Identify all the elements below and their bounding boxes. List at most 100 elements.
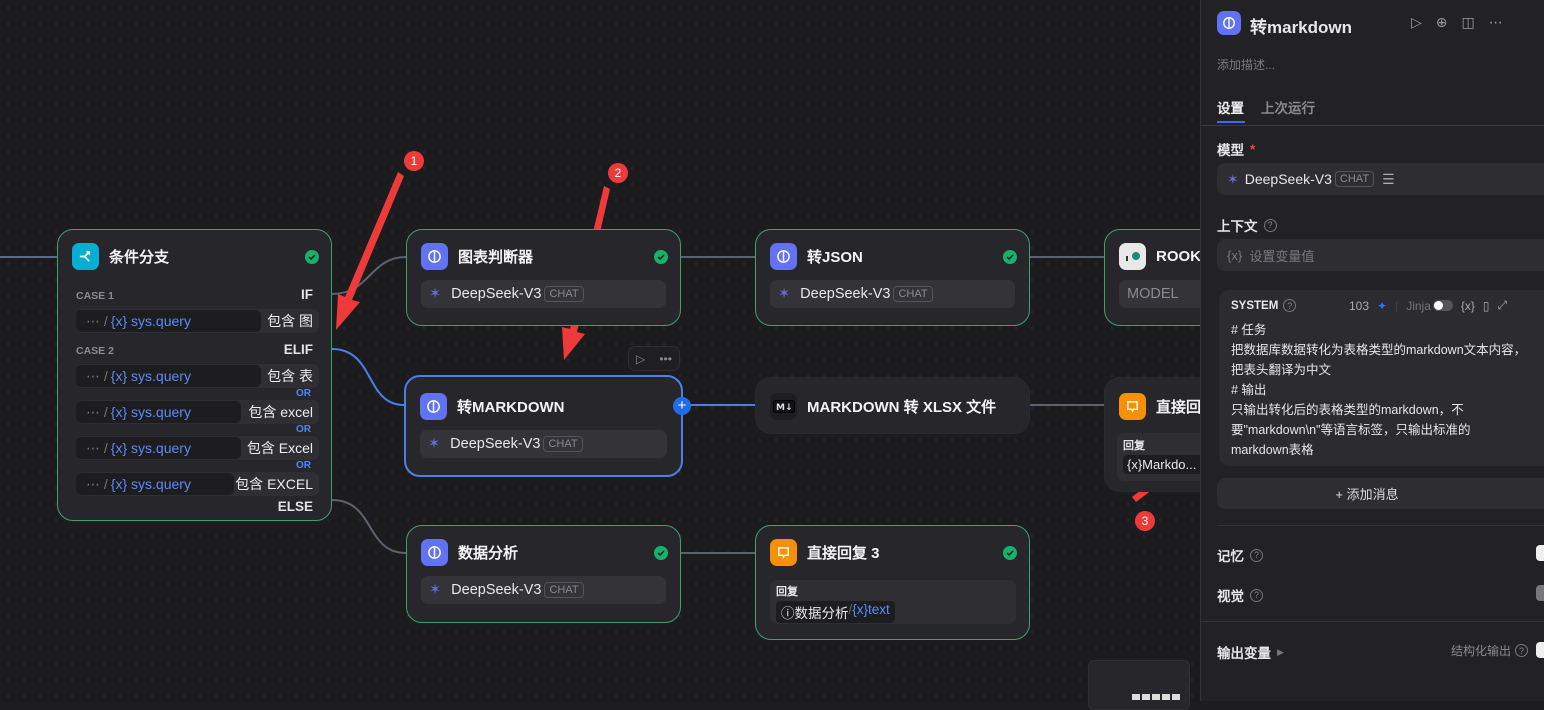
answer-icon	[1119, 392, 1146, 420]
system-role-label: SYSTEM	[1231, 299, 1279, 312]
tab-settings[interactable]: 设置	[1217, 101, 1244, 116]
more-icon[interactable]: •••	[659, 351, 672, 366]
node-title: 数据分析	[458, 544, 519, 562]
memory-toggle[interactable]	[1536, 545, 1544, 561]
chat-badge: CHAT	[543, 436, 583, 452]
model-params-icon[interactable]: ☰	[1382, 170, 1395, 187]
insert-variable-icon[interactable]: {x}	[1460, 298, 1475, 313]
help-icon[interactable]: ?	[1250, 588, 1263, 602]
node-title: 图表判断器	[458, 248, 534, 266]
edge-elif-md	[331, 348, 405, 406]
node-title: 条件分支	[109, 248, 170, 266]
node-title: 直接回	[1156, 398, 1202, 416]
condition-var: sys.query	[131, 476, 191, 492]
run-icon[interactable]: ▷	[1411, 14, 1422, 30]
tab-last-run[interactable]: 上次运行	[1261, 101, 1315, 116]
node-title: 转JSON	[807, 248, 863, 266]
branch-icon	[72, 242, 99, 270]
structured-output-label: 结构化输出	[1451, 644, 1512, 658]
jinja-toggle[interactable]	[1432, 300, 1453, 311]
condition-var: sys.query	[131, 404, 191, 420]
more-icon[interactable]: ⋯	[1488, 14, 1503, 30]
model-name: DeepSeek-V3	[1244, 171, 1332, 187]
divider	[1201, 621, 1544, 622]
locate-icon[interactable]: ⊕	[1435, 14, 1448, 30]
llm-icon	[420, 392, 447, 420]
variable-name: text	[868, 602, 890, 617]
condition-op: 包含 EXCEL	[235, 476, 313, 492]
ai-generate-icon[interactable]: ✦	[1377, 298, 1388, 313]
help-icon[interactable]: ?	[1515, 644, 1529, 657]
context-variable-input[interactable]: {x} 设置变量值	[1217, 239, 1544, 271]
else-branch-label: ELSE	[277, 499, 313, 514]
help-icon[interactable]: ?	[1263, 218, 1277, 232]
case-1-label: CASE 1	[76, 290, 114, 302]
add-message-button[interactable]: + 添加消息	[1217, 478, 1544, 509]
vision-toggle[interactable]	[1536, 585, 1544, 601]
deepseek-icon: ✶	[778, 286, 791, 302]
variable-icon: {x}	[110, 476, 128, 492]
variable-icon: {x}	[110, 313, 128, 329]
condition-var: sys.query	[131, 313, 191, 329]
prompt-line: markdown表格	[1231, 443, 1314, 457]
prompt-line: # 输出	[1231, 383, 1267, 397]
deepseek-icon: ✶	[1227, 170, 1239, 187]
output-variables-label[interactable]: 输出变量	[1217, 646, 1271, 661]
condition-op: 包含 Excel	[246, 440, 313, 456]
structured-output-toggle[interactable]	[1536, 642, 1544, 658]
docs-icon[interactable]: ◫	[1461, 14, 1475, 30]
source-node: 数据分析	[794, 606, 849, 621]
annotation-badge-2: 2	[608, 163, 628, 183]
system-prompt-editor[interactable]: SYSTEM? 103 ✦ | Jinja {x} ▯ ⤢ # 任务 把数据库数…	[1219, 290, 1544, 466]
variable-icon: {x}	[110, 368, 128, 384]
run-node-icon[interactable]: ▷	[636, 351, 646, 366]
add-next-node-button[interactable]: +	[673, 397, 691, 415]
condition-row[interactable]: ⋯ /{x} sys.query 包含 EXCEL	[76, 472, 319, 496]
or-label: OR	[296, 460, 311, 471]
case-2-label: CASE 2	[76, 345, 114, 357]
prompt-line: 只输出转化后的表格类型的markdown，不	[1231, 403, 1464, 417]
minimap[interactable]	[1088, 660, 1190, 710]
prompt-line: 要"markdown\n"等语言标签，只输出标准的	[1231, 423, 1471, 437]
annotation-badge-3: 3	[1135, 511, 1155, 531]
copy-icon[interactable]: ▯	[1482, 298, 1490, 313]
edge-else-analysis	[331, 499, 407, 554]
minimap-nodes	[1132, 694, 1182, 700]
var-prefix: ⋯ /	[86, 439, 108, 456]
expand-icon[interactable]: ⤢	[1497, 298, 1508, 312]
annotation-badge-1: 1	[404, 151, 424, 171]
panel-title[interactable]: 转markdown	[1250, 18, 1353, 37]
md-to-xlsx-node[interactable]: M↓MARKDOWN 转 XLSX 文件	[755, 377, 1030, 434]
llm-icon	[421, 242, 448, 270]
var-prefix: ⋯ /	[86, 475, 108, 492]
if-branch-label: IF	[301, 287, 313, 302]
vision-label: 视觉	[1217, 589, 1244, 604]
node-title: MARKDOWN 转 XLSX 文件	[807, 398, 997, 416]
token-count: 103	[1349, 298, 1370, 313]
jinja-label: Jinja	[1406, 298, 1431, 313]
prompt-line: 把数据库数据转化为表格类型的markdown文本内容，	[1231, 343, 1527, 357]
node-settings-panel: 转markdown ▷⊕◫⋯ 添加描述... 设置 上次运行 模型* ✶Deep…	[1200, 0, 1544, 701]
help-icon[interactable]: ?	[1283, 299, 1297, 312]
chat-badge: CHAT	[893, 286, 933, 302]
model-name: DeepSeek-V3	[451, 582, 542, 598]
help-icon[interactable]: ?	[1250, 548, 1263, 562]
node-title: 直接回复 3	[807, 544, 880, 562]
description-input[interactable]: 添加描述...	[1217, 58, 1276, 72]
active-tab-indicator	[1217, 121, 1245, 123]
system-prompt-text[interactable]: # 任务 把数据库数据转化为表格类型的markdown文本内容， 把表头翻译为中…	[1231, 320, 1526, 460]
expand-caret-icon[interactable]: ▶	[1277, 646, 1284, 657]
